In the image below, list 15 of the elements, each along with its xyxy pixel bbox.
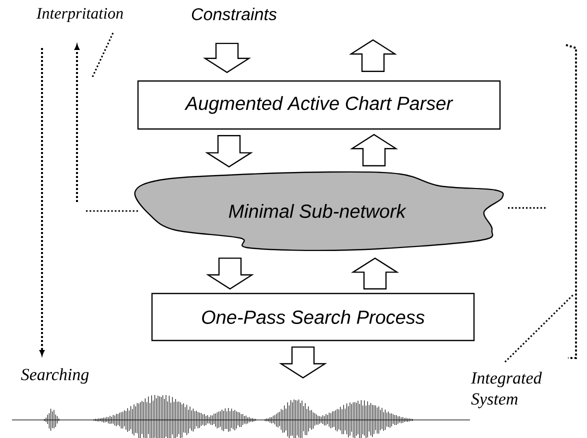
- block-arrow: [202, 42, 252, 74]
- block-arrow: [206, 258, 254, 290]
- annotation-text: Integrated System: [470, 372, 542, 408]
- block-arrow: [350, 134, 398, 166]
- block-arrow: [204, 135, 254, 168]
- process-box: Augmented Active Chart Parser: [137, 80, 501, 130]
- leader-line: [91, 32, 114, 78]
- block-arrow: [348, 39, 398, 72]
- block-arrow: [350, 257, 400, 290]
- input-label: Constraints: [192, 8, 277, 20]
- leader-line: [504, 294, 574, 363]
- process-box: One-Pass Search Process: [151, 292, 475, 342]
- block-arrow: [278, 346, 328, 378]
- annotation-text: Interpritation: [36, 8, 123, 22]
- waveform-drawing: [12, 394, 470, 438]
